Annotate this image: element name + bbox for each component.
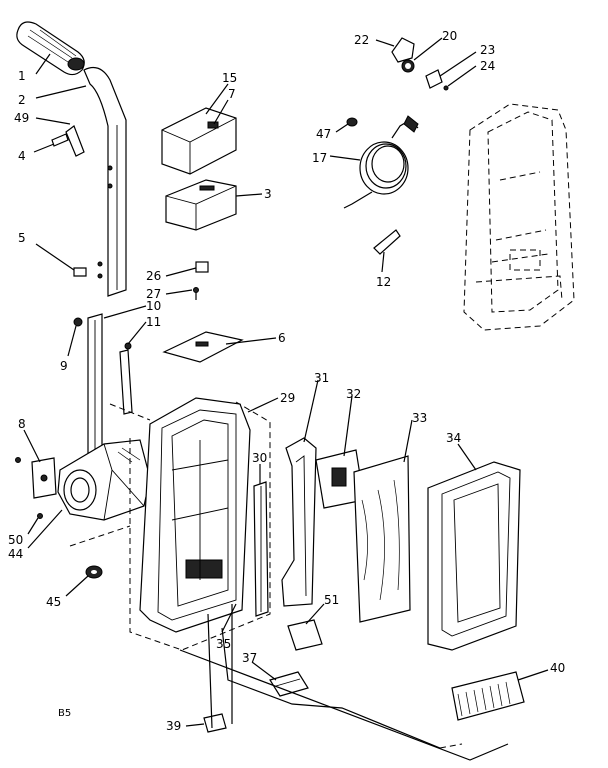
callout-45: 45 xyxy=(46,595,61,609)
callout-3: 3 xyxy=(264,187,272,201)
leader-lines xyxy=(23,37,549,727)
callout-30: 30 xyxy=(252,451,267,465)
callout-32: 32 xyxy=(346,387,361,401)
callout-4: 4 xyxy=(18,149,26,163)
callout-29: 29 xyxy=(280,391,295,405)
switch-cover-part xyxy=(161,107,237,175)
callout-34: 34 xyxy=(446,431,461,445)
callout-37: 37 xyxy=(242,651,257,665)
callout-40: 40 xyxy=(550,661,565,675)
switch-box-part xyxy=(165,179,237,231)
callout-22: 22 xyxy=(354,33,369,47)
callout-50: 50 xyxy=(8,533,23,547)
callout-7: 7 xyxy=(228,87,236,101)
latch-part xyxy=(203,713,227,733)
frame-outline-dashed xyxy=(129,401,271,651)
rod-part xyxy=(253,481,269,617)
callout-10: 10 xyxy=(146,299,161,313)
filter-part xyxy=(287,619,323,651)
callout-31: 31 xyxy=(314,371,329,385)
callout-8: 8 xyxy=(18,417,26,431)
switch-plate-part xyxy=(162,331,244,363)
callout-24: 24 xyxy=(480,59,495,73)
callout-12: 12 xyxy=(376,275,391,289)
grille-part xyxy=(451,671,525,721)
callout-44: 44 xyxy=(8,547,23,561)
callout-51: 51 xyxy=(324,593,339,607)
assembly-lines xyxy=(69,403,509,761)
callout-2: 2 xyxy=(18,93,26,107)
callout-49: 49 xyxy=(14,111,29,125)
cord-hook-12-part xyxy=(373,229,401,255)
callout-17: 17 xyxy=(312,151,327,165)
dust-bag-part xyxy=(353,455,411,623)
power-cord-part xyxy=(343,115,419,209)
main-body-frame-part xyxy=(139,397,251,633)
callout-15: 15 xyxy=(222,71,237,85)
callout-26: 26 xyxy=(146,269,161,283)
callout-23: 23 xyxy=(480,43,495,57)
motor-housing-part xyxy=(15,439,151,521)
callout-5: 5 xyxy=(18,231,26,245)
callout-1: 1 xyxy=(18,69,26,83)
handle-grip-part xyxy=(16,21,85,76)
bag-holder-part xyxy=(281,437,317,607)
callout-39: 39 xyxy=(166,719,181,733)
callout-27: 27 xyxy=(146,287,161,301)
cord-hook-parts xyxy=(391,37,449,91)
screw-parts xyxy=(51,125,87,277)
trim-strip-part xyxy=(269,671,309,697)
callout-47: 47 xyxy=(316,127,331,141)
switch-clip-part xyxy=(193,261,209,300)
callout-35: 35 xyxy=(216,637,231,651)
callout-6: 6 xyxy=(278,331,286,345)
washer-part xyxy=(85,565,103,579)
plug-cap-part xyxy=(346,117,358,127)
callout-9: 9 xyxy=(60,359,68,373)
callout-labels: 1 2 49 4 5 15 7 3 26 27 6 22 20 23 24 47… xyxy=(8,29,565,733)
front-cover-part xyxy=(427,461,521,651)
callout-20: 20 xyxy=(442,29,457,43)
handle-bracket-part xyxy=(73,313,133,457)
callout-11: 11 xyxy=(146,315,161,329)
rear-housing-part xyxy=(463,103,575,331)
upper-handle-tube-part xyxy=(83,67,127,297)
page-code: B5 xyxy=(58,708,71,719)
callout-33: 33 xyxy=(412,411,427,425)
